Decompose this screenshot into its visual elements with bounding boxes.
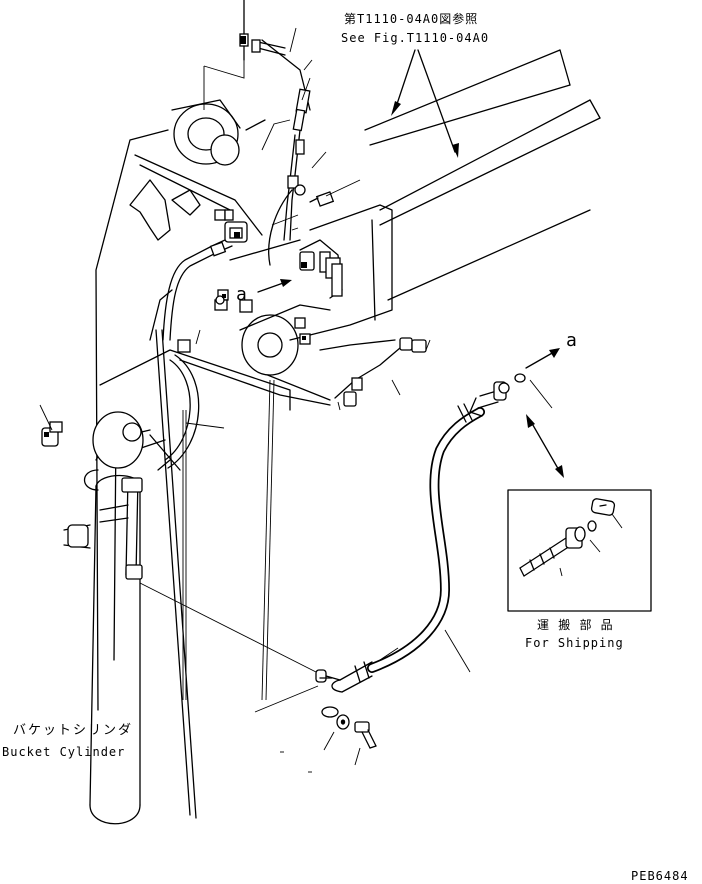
hose-assembly bbox=[325, 373, 526, 693]
shipping-inset bbox=[507, 489, 652, 612]
pin-bosses bbox=[92, 99, 331, 469]
marker-a-arrow: a bbox=[566, 330, 577, 351]
reference-label-jp: 第T1110-04A0図参照 bbox=[344, 12, 479, 26]
reference-arrows bbox=[257, 49, 564, 478]
shipping-label-jp: 運 搬 部 品 bbox=[537, 618, 614, 632]
arm-body bbox=[83, 129, 331, 819]
reference-label-en: See Fig.T1110-04A0 bbox=[341, 31, 490, 45]
fittings bbox=[41, 0, 427, 749]
bucket-cylinder bbox=[63, 474, 143, 825]
leader-lines bbox=[39, 27, 553, 773]
shipping-label-en: For Shipping bbox=[525, 636, 624, 650]
boom bbox=[229, 49, 601, 341]
dark-nuts bbox=[44, 36, 307, 437]
drawing-number: PEB6484 bbox=[631, 869, 689, 883]
cylinder-label-jp: バケットシリンダ bbox=[13, 723, 134, 738]
cylinder-label-en: Bucket Cylinder bbox=[2, 745, 126, 759]
marker-a: a bbox=[236, 284, 247, 305]
